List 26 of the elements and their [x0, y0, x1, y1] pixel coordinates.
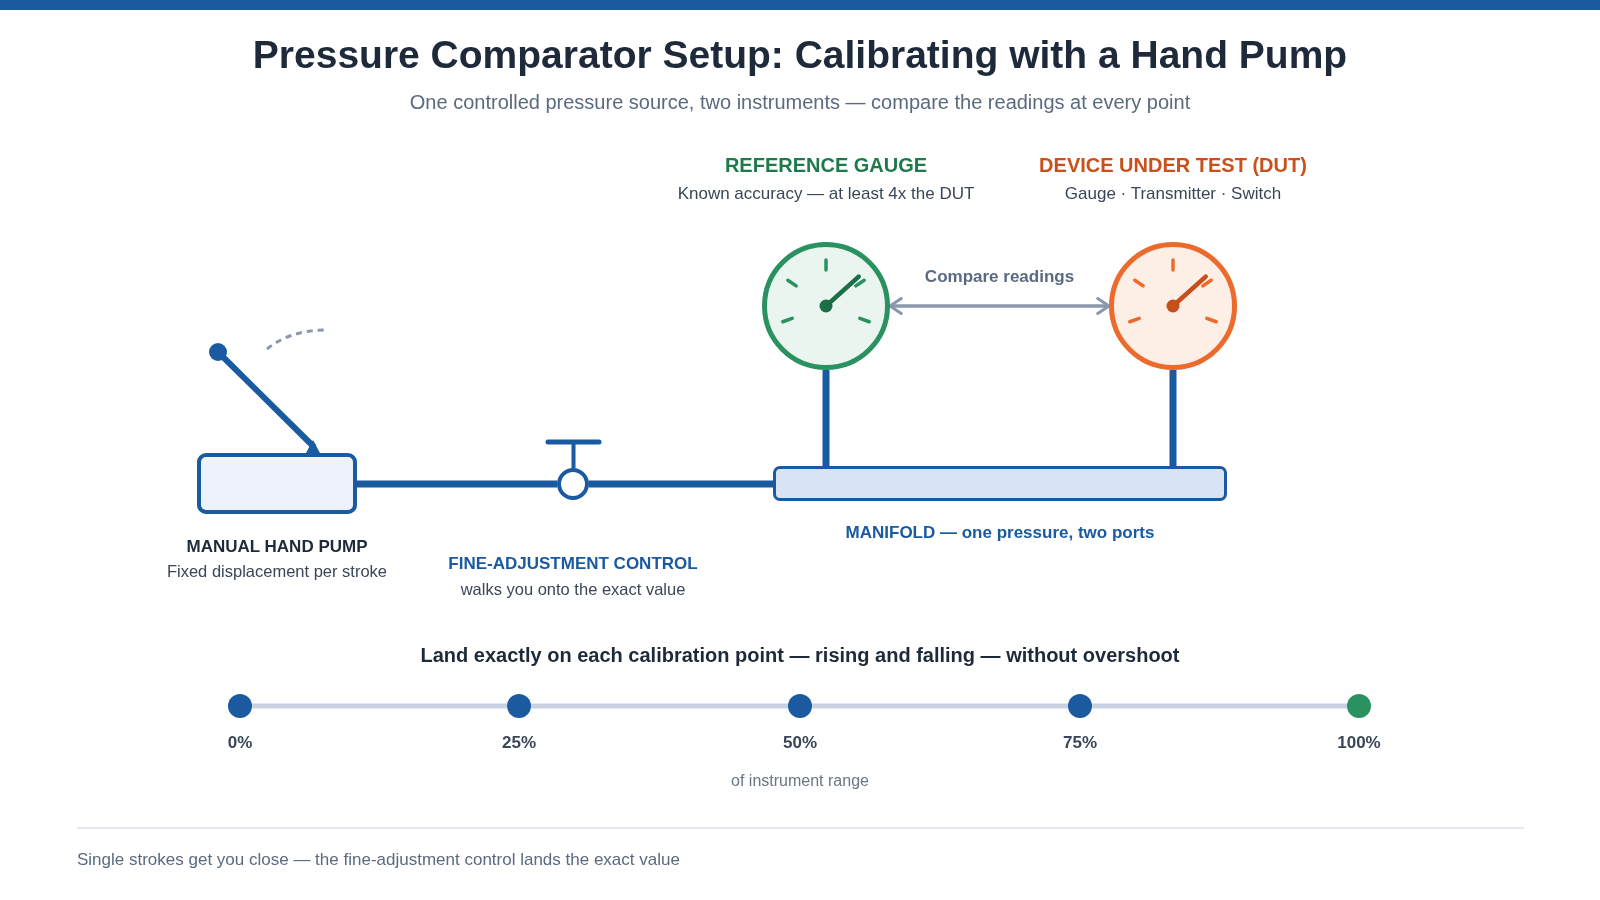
- component-title: MANUAL HAND PUMP: [186, 537, 368, 557]
- gauge-description: Gauge · Transmitter · Switch: [1064, 184, 1282, 204]
- footer-note: Single strokes get you close — the fine-adjustment control lands the exact value: [77, 850, 680, 870]
- percent-label: 25%: [502, 733, 536, 753]
- component-description: walks you onto the exact value: [460, 579, 686, 599]
- track-line: [1092, 703, 1347, 709]
- page-subtitle: One controlled pressure source, two instruments — compare the readings at every point: [409, 90, 1191, 114]
- component-description: Fixed displacement per stroke: [166, 561, 388, 581]
- percent-label: 0%: [227, 733, 253, 753]
- double-headed-arrow: [888, 297, 1111, 315]
- gauge-title: DEVICE UNDER TEST (DUT): [1039, 153, 1307, 177]
- track-line: [252, 703, 507, 709]
- component-title: MANIFOLD — one pressure, two ports: [845, 523, 1155, 543]
- section-heading: Land exactly on each calibration point — rising and falling — without overshoot: [420, 643, 1180, 667]
- track-line: [531, 703, 788, 709]
- pipe: [357, 480, 557, 488]
- pipe: [589, 480, 773, 488]
- percent-label: 75%: [1063, 733, 1097, 753]
- percent-label: 100%: [1337, 733, 1381, 753]
- gauge-description: Known accuracy — at least 4x the DUT: [677, 184, 975, 204]
- component-title: FINE-ADJUSTMENT CONTROL: [448, 554, 698, 574]
- page-title: Pressure Comparator Setup: Calibrating with a Hand Pump: [252, 32, 1348, 78]
- gauge-title: REFERENCE GAUGE: [724, 153, 928, 177]
- track-line: [812, 703, 1068, 709]
- axis-note: of instrument range: [731, 771, 869, 791]
- percent-label: 50%: [783, 733, 817, 753]
